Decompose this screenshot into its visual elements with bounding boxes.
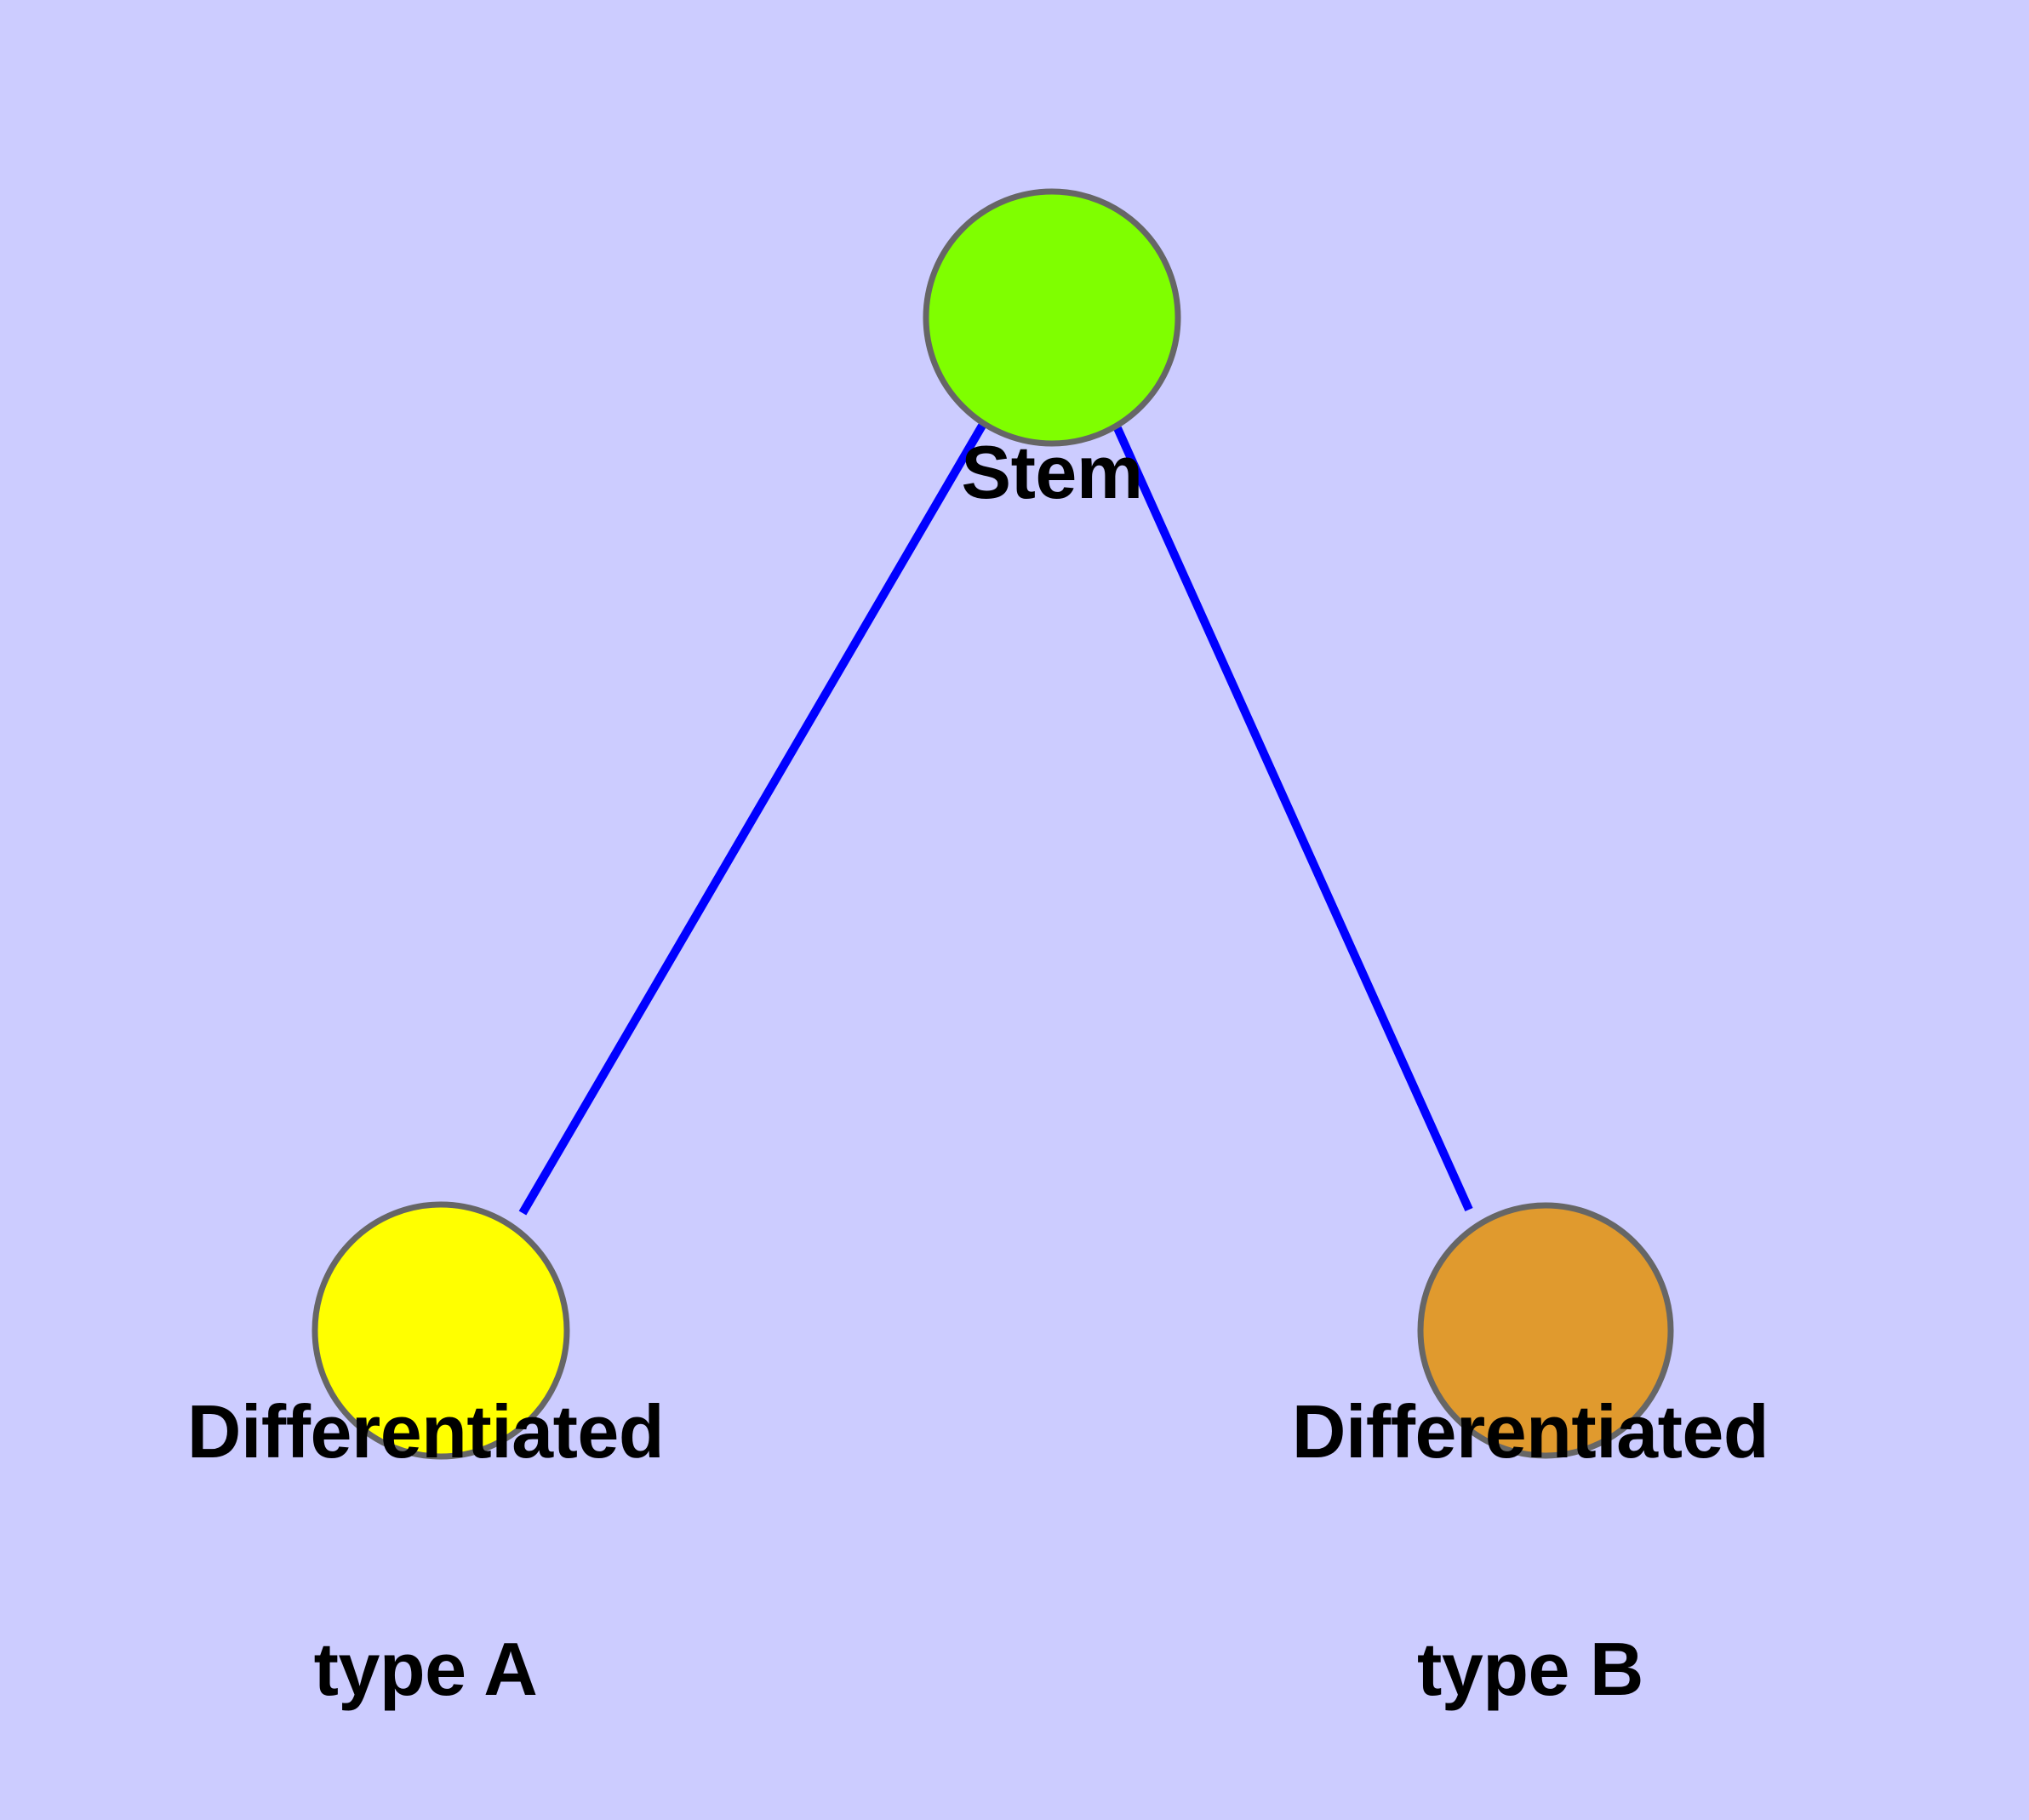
node-differentiated-type-a[interactable]	[311, 1201, 570, 1460]
edge-stem-to-differentiated-type-b[interactable]	[1113, 426, 1473, 1212]
node-stem[interactable]	[923, 188, 1181, 447]
edge-layer	[518, 423, 1473, 1216]
edge-stem-to-differentiated-type-a[interactable]	[518, 423, 986, 1216]
node-layer	[311, 188, 1674, 1460]
node-differentiated-type-b[interactable]	[1417, 1202, 1674, 1459]
